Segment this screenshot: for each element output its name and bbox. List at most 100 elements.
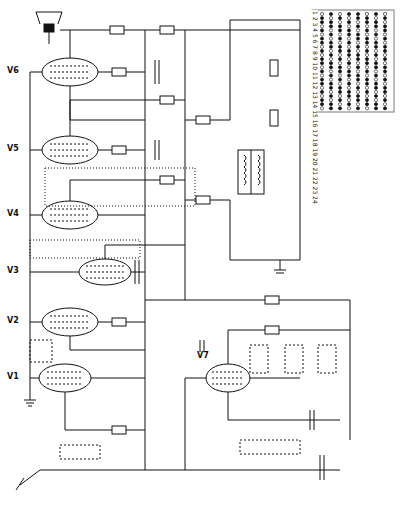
- switch-dot: [365, 41, 368, 44]
- switch-dot: [320, 53, 323, 56]
- switch-dot: [383, 70, 386, 73]
- switch-dot: [356, 37, 359, 40]
- switch-dot: [338, 66, 341, 69]
- switch-dot: [347, 78, 350, 81]
- switch-dot: [320, 103, 323, 106]
- switch-dot: [347, 21, 350, 24]
- switch-dot: [347, 12, 350, 15]
- switch-dot: [365, 82, 368, 85]
- switch-dot: [347, 45, 350, 48]
- switch-dot: [365, 86, 368, 89]
- switch-dot: [365, 99, 368, 102]
- switch-dot: [347, 53, 350, 56]
- switch-dot: [347, 41, 350, 44]
- switch-dot: [347, 107, 350, 110]
- shield-outline: [30, 240, 140, 258]
- switch-dot: [329, 66, 332, 69]
- switch-dot: [374, 21, 377, 24]
- switch-dot: [338, 62, 341, 65]
- switch-dot: [320, 12, 323, 15]
- switch-dot: [356, 45, 359, 48]
- switch-dot: [365, 90, 368, 93]
- switch-dot: [320, 58, 323, 61]
- switch-dot: [365, 12, 368, 15]
- switch-dot: [329, 82, 332, 85]
- switch-dot: [329, 99, 332, 102]
- switch-dot: [347, 29, 350, 32]
- switch-dot: [338, 70, 341, 73]
- switch-dot: [383, 17, 386, 20]
- switch-dot: [374, 25, 377, 28]
- switch-dot: [365, 70, 368, 73]
- switch-dot: [383, 62, 386, 65]
- tube-label: V7: [196, 352, 210, 361]
- tube-label: V2: [6, 317, 20, 326]
- switch-dot: [374, 82, 377, 85]
- switch-dot: [356, 25, 359, 28]
- switch-dot: [338, 82, 341, 85]
- switch-dot: [383, 37, 386, 40]
- switch-dot: [374, 78, 377, 81]
- switch-dot: [374, 17, 377, 20]
- switch-dot: [356, 82, 359, 85]
- wire: [60, 30, 300, 31]
- coil-symbols: [30, 340, 336, 459]
- switch-dot: [347, 62, 350, 65]
- switch-dot: [383, 82, 386, 85]
- switch-dot: [374, 41, 377, 44]
- resistor-symbols: [110, 26, 279, 434]
- switch-dot: [374, 66, 377, 69]
- switch-dot: [338, 53, 341, 56]
- switch-dot: [320, 25, 323, 28]
- switch-dot: [374, 58, 377, 61]
- switch-dot: [320, 66, 323, 69]
- switch-dot: [329, 49, 332, 52]
- switch-dot: [365, 21, 368, 24]
- switch-dot: [329, 86, 332, 89]
- switch-dot: [356, 90, 359, 93]
- switch-dot: [383, 12, 386, 15]
- switch-dot: [374, 49, 377, 52]
- wire: [145, 300, 350, 440]
- switch-dot: [320, 21, 323, 24]
- switch-dot: [374, 99, 377, 102]
- switch-dot: [356, 29, 359, 32]
- switch-dot: [320, 99, 323, 102]
- switch-dot: [383, 33, 386, 36]
- switch-dot: [365, 103, 368, 106]
- switch-dot: [365, 29, 368, 32]
- switch-dot: [383, 45, 386, 48]
- switch-dot: [365, 78, 368, 81]
- switch-dot: [329, 78, 332, 81]
- switch-dot: [329, 41, 332, 44]
- tube-label: V4: [6, 210, 20, 219]
- wire: [185, 30, 186, 300]
- switch-dot: [347, 49, 350, 52]
- switch-dot: [365, 45, 368, 48]
- switch-dot: [320, 41, 323, 44]
- tube-label: V3: [6, 267, 20, 276]
- switch-dot: [329, 70, 332, 73]
- switch-dot: [365, 49, 368, 52]
- switch-dot: [338, 90, 341, 93]
- switch-dot: [374, 62, 377, 65]
- switch-dot: [347, 86, 350, 89]
- switch-dot: [374, 107, 377, 110]
- switch-dot: [338, 29, 341, 32]
- switch-dot: [374, 37, 377, 40]
- switch-dot: [365, 58, 368, 61]
- switch-dot: [374, 94, 377, 97]
- switch-dot: [356, 53, 359, 56]
- switch-dot: [338, 58, 341, 61]
- switch-dot: [356, 21, 359, 24]
- switch-dot: [338, 86, 341, 89]
- switch-dot: [338, 74, 341, 77]
- switch-position-numbers: 1 2 3 4 5 6 7 8 9 10 11 12 13 14 15 16 1…: [311, 10, 318, 205]
- switch-dot: [365, 74, 368, 77]
- switch-dot: [383, 78, 386, 81]
- switch-dot: [365, 62, 368, 65]
- switch-dot: [329, 12, 332, 15]
- switch-dot: [356, 103, 359, 106]
- switch-dot: [383, 49, 386, 52]
